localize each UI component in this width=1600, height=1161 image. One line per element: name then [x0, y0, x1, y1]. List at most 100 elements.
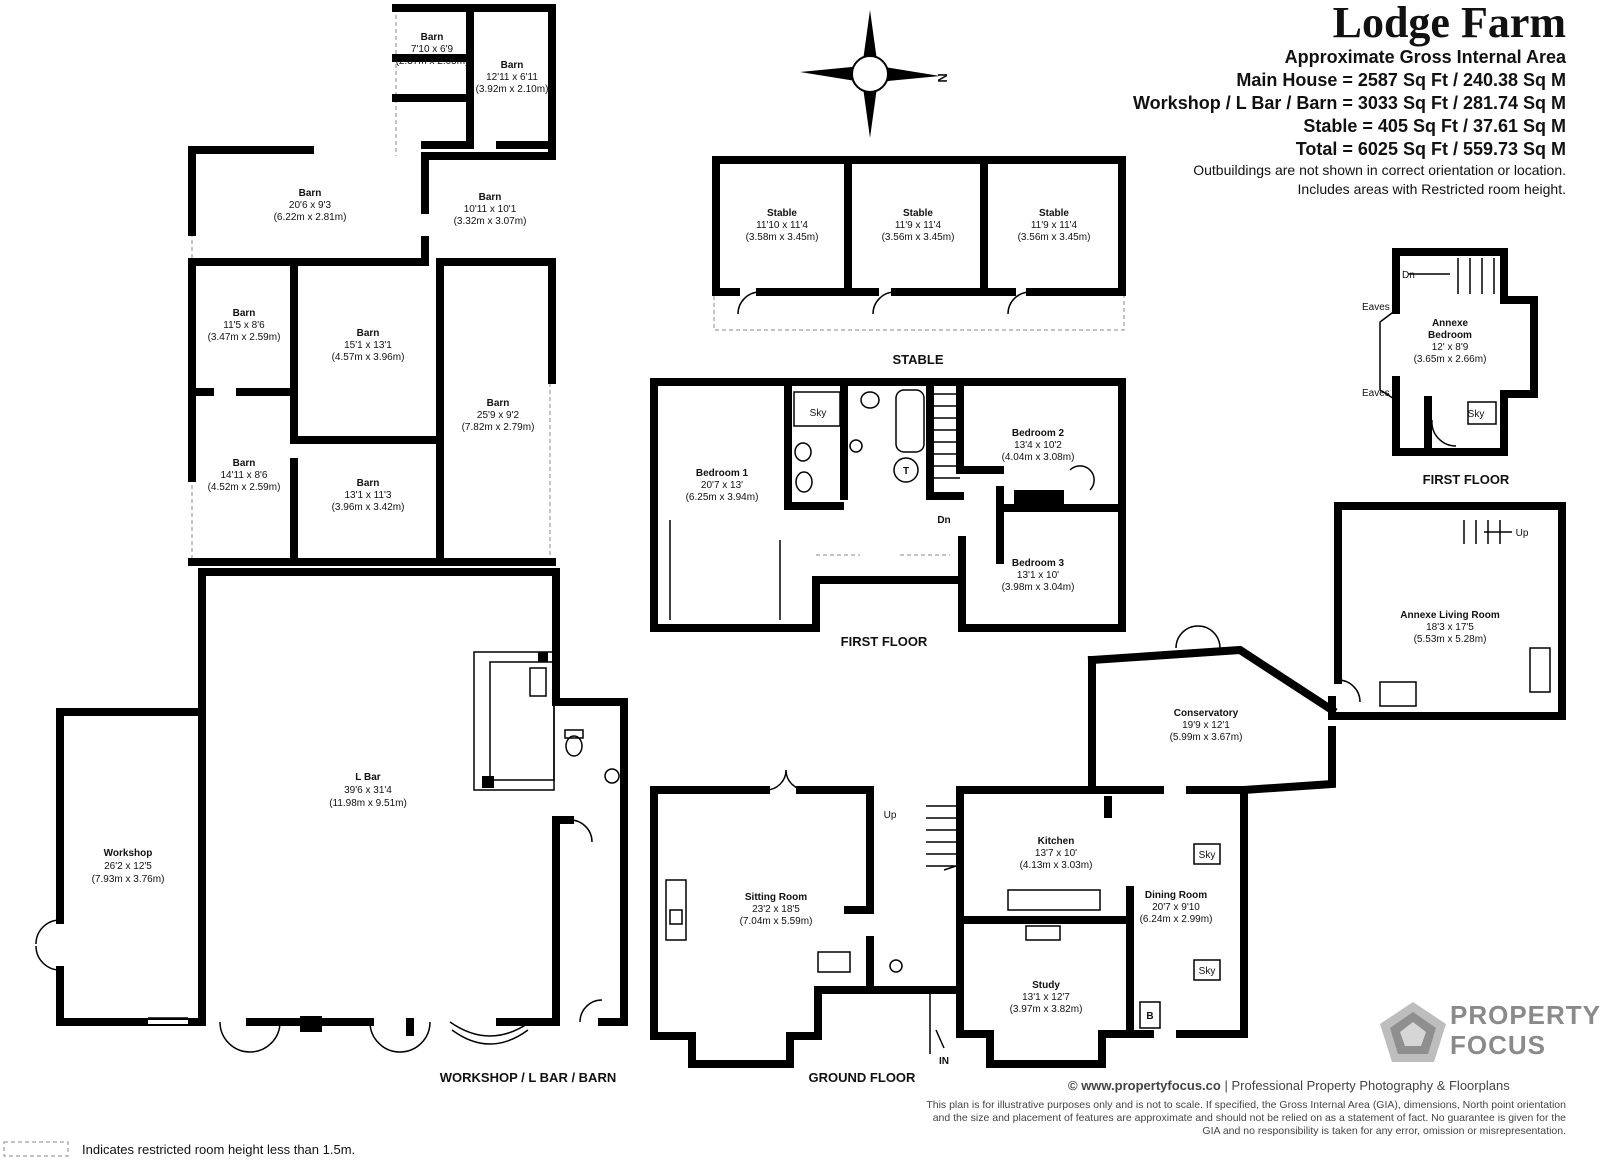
room-barn-g-name: Barn — [487, 398, 510, 409]
room-lbar-name: L Bar — [355, 772, 380, 783]
room-conservatory-ft: 19'9 x 12'1 — [1182, 720, 1230, 731]
note-orientation: Outbuildings are not shown in correct or… — [1193, 162, 1566, 178]
room-barn-g-m: (7.82m x 2.79m) — [462, 422, 535, 433]
room-barn-d-ft: 10'11 x 10'1 — [464, 204, 517, 215]
legend-swatch — [3, 1141, 69, 1157]
footer-disclaimer: This plan is for illustrative purposes o… — [926, 1099, 1566, 1137]
room-annexe-bed-name: Annexe — [1432, 318, 1469, 329]
room-barn-b-name: Barn — [501, 60, 524, 71]
footer-credit: © www.propertyfocus.co | Professional Pr… — [1068, 1078, 1510, 1093]
room-barn-e-ft: 11'5 x 8'6 — [223, 320, 265, 331]
room-study-ft: 13'1 x 12'7 — [1022, 992, 1070, 1003]
room-annexe-living-name: Annexe Living Room — [1400, 610, 1500, 621]
room-barn-a-m: (2.37m x 2.05m) — [396, 56, 469, 67]
room-barn-a-ft: 7'10 x 6'9 — [411, 44, 454, 55]
symbol-sky-annexe: Sky — [1468, 409, 1485, 420]
property-title: Lodge Farm — [1332, 0, 1566, 47]
annexe-first-floor-block: Dn Eaves Eaves Sky Annexe Bedroom 12' x … — [1362, 248, 1538, 487]
room-conservatory-m: (5.99m x 3.67m) — [1170, 732, 1243, 743]
room-barn-b-ft: 12'11 x 6'11 — [486, 72, 538, 83]
logo-word-property: PROPERTY — [1450, 1000, 1600, 1030]
room-kitchen-ft: 13'7 x 10' — [1035, 848, 1077, 859]
room-bed2-m: (4.04m x 3.08m) — [1002, 452, 1075, 463]
room-workshop-name: Workshop — [104, 848, 153, 859]
symbol-dn-ff: Dn — [937, 515, 950, 526]
room-study-name: Study — [1032, 980, 1060, 991]
room-barn-h-m: (4.52m x 2.59m) — [208, 482, 281, 493]
floor-label-workshop: WORKSHOP / L BAR / BARN — [440, 1070, 616, 1085]
room-workshop-m: (7.93m x 3.76m) — [92, 874, 165, 885]
gia-total: Total = 6025 Sq Ft / 559.73 Sq M — [1295, 139, 1566, 159]
room-stable1-m: (3.58m x 3.45m) — [746, 232, 819, 243]
symbol-sky-dining-1: Sky — [1199, 850, 1216, 861]
room-kitchen-m: (4.13m x 3.03m) — [1020, 860, 1093, 871]
room-bed1-m: (6.25m x 3.94m) — [686, 492, 759, 503]
footer-separator: | — [1224, 1078, 1228, 1093]
room-stable2-ft: 11'9 x 11'4 — [895, 220, 942, 231]
room-barn-i-m: (3.96m x 3.42m) — [332, 502, 405, 513]
room-study-m: (3.97m x 3.82m) — [1010, 1004, 1083, 1015]
room-barn-a-name: Barn — [421, 32, 444, 43]
room-lbar-ft: 39'6 x 31'4 — [344, 785, 392, 796]
workshop-block — [35, 4, 628, 1053]
room-sitting-name: Sitting Room — [745, 892, 807, 903]
logo-word-focus: FOCUS — [1450, 1030, 1546, 1060]
first-floor-block: T Dn Sky Bedroom 1 20'7 x 13' (6.25m x 3… — [650, 378, 1126, 649]
room-annexe-bed-name2: Bedroom — [1428, 330, 1472, 341]
legend-text: Indicates restricted room height less th… — [82, 1142, 356, 1157]
room-workshop-ft: 26'2 x 12'5 — [104, 861, 152, 872]
room-stable2-name: Stable — [903, 208, 933, 219]
logo-mark-icon — [1380, 1002, 1446, 1062]
room-dining-m: (6.24m x 2.99m) — [1140, 914, 1213, 925]
floor-label-first: FIRST FLOOR — [841, 634, 928, 649]
workshop-labels: Barn 7'10 x 6'9 (2.37m x 2.05m) Barn 12'… — [92, 32, 617, 1085]
symbol-up-ground: Up — [884, 810, 897, 821]
room-annexe-bed-m: (3.65m x 2.66m) — [1414, 354, 1487, 365]
footer-site: © www.propertyfocus.co — [1068, 1078, 1221, 1093]
room-stable1-name: Stable — [767, 208, 797, 219]
room-barn-f-ft: 15'1 x 13'1 — [344, 340, 392, 351]
room-bed3-m: (3.98m x 3.04m) — [1002, 582, 1075, 593]
symbol-b: B — [1146, 1011, 1153, 1022]
room-barn-d-name: Barn — [479, 192, 502, 203]
symbol-sky-dining-2: Sky — [1199, 966, 1216, 977]
room-barn-c-m: (6.22m x 2.81m) — [274, 212, 347, 223]
compass-north-label: N — [935, 73, 950, 82]
room-barn-c-name: Barn — [299, 188, 322, 199]
compass-icon: N — [800, 10, 950, 138]
floor-label-ground: GROUND FLOOR — [809, 1070, 916, 1085]
room-bed2-name: Bedroom 2 — [1012, 428, 1065, 439]
room-barn-f-m: (4.57m x 3.96m) — [332, 352, 405, 363]
room-bed3-name: Bedroom 3 — [1012, 558, 1065, 569]
room-barn-i-name: Barn — [357, 478, 380, 489]
symbol-sky-bath: Sky — [810, 408, 827, 419]
room-barn-e-name: Barn — [233, 308, 256, 319]
room-barn-d-m: (3.32m x 3.07m) — [454, 216, 527, 227]
room-dining-name: Dining Room — [1145, 890, 1207, 901]
gia-stable: Stable = 405 Sq Ft / 37.61 Sq M — [1303, 116, 1566, 136]
room-bed1-name: Bedroom 1 — [696, 468, 749, 479]
stable-block: Stable 11'10 x 11'4 (3.58m x 3.45m) Stab… — [712, 156, 1126, 367]
room-stable3-ft: 11'9 x 11'4 — [1031, 220, 1078, 231]
room-barn-h-ft: 14'11 x 8'6 — [220, 470, 267, 481]
ground-floor-block: Up Annexe Living Room 18'3 x 17'5 (5.53m… — [650, 502, 1566, 1085]
room-barn-c-ft: 20'6 x 9'3 — [289, 200, 332, 211]
gia-heading: Approximate Gross Internal Area — [1284, 47, 1566, 67]
gia-main-house: Main House = 2587 Sq Ft / 240.38 Sq M — [1236, 70, 1566, 90]
room-bed3-ft: 13'1 x 10' — [1017, 570, 1059, 581]
symbol-t: T — [903, 466, 909, 477]
symbol-up-annexe: Up — [1516, 528, 1529, 539]
label-eaves-bottom: Eaves — [1362, 388, 1390, 399]
header-block: Lodge Farm Approximate Gross Internal Ar… — [1133, 0, 1566, 199]
room-stable2-m: (3.56m x 3.45m) — [882, 232, 955, 243]
room-bed1-ft: 20'7 x 13' — [701, 480, 743, 491]
room-sitting-m: (7.04m x 5.59m) — [740, 916, 813, 927]
floor-label-annexe-first: FIRST FLOOR — [1423, 472, 1510, 487]
room-annexe-living-ft: 18'3 x 17'5 — [1426, 622, 1474, 633]
room-barn-i-ft: 13'1 x 11'3 — [344, 490, 391, 501]
room-conservatory-name: Conservatory — [1174, 708, 1239, 719]
room-stable3-name: Stable — [1039, 208, 1069, 219]
room-sitting-ft: 23'2 x 18'5 — [752, 904, 800, 915]
room-barn-h-name: Barn — [233, 458, 256, 469]
